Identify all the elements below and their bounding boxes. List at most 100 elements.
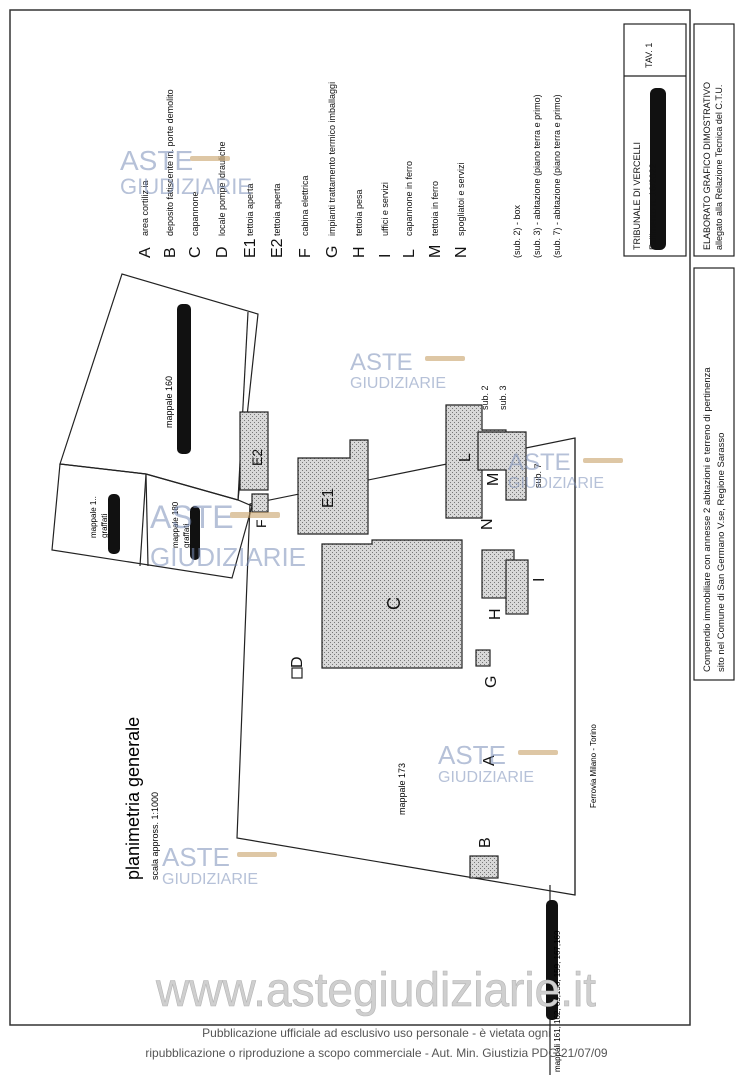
label-sub2: sub. 2	[480, 385, 490, 410]
building-labels: C E1 E2 F D A B G H I L M N sub. 2 sub. …	[249, 385, 548, 848]
watermark-brand: ASTE	[508, 449, 571, 476]
watermark-brand: ASTE	[162, 842, 230, 872]
building-g	[475, 649, 491, 667]
building-f	[251, 493, 269, 513]
drawing-type-frame	[693, 23, 735, 257]
label-g: G	[483, 676, 500, 688]
page-border	[9, 9, 691, 1026]
legend-text: capannone in ferro	[404, 161, 414, 236]
legend-key: C	[187, 246, 204, 258]
legend-text: uffici e servizi	[380, 182, 390, 236]
label-a: A	[481, 755, 498, 766]
watermarks: ASTE GIUDIZIARIE ASTE GIUDIZIARIE ASTE G…	[120, 145, 623, 888]
table-number: TAV. 1	[644, 43, 654, 68]
label-b: B	[477, 837, 494, 848]
label-c: C	[384, 597, 404, 610]
drawing-title: planimetria generale	[123, 717, 143, 880]
watermark-brand-sub: GIUDIZIARIE	[508, 475, 604, 492]
watermark-url: www.astegiudiziarie.it	[155, 964, 596, 1017]
lot-label-mid-left: mappale 1..	[89, 496, 98, 538]
legend-item: A area cortiliz ia	[137, 180, 154, 258]
legend-text: capannone	[190, 191, 200, 236]
legend-key: A	[137, 247, 154, 258]
legend-item: F cabina elettrica	[297, 175, 314, 258]
watermark-brand-sub: GIUDIZIARIE	[350, 375, 446, 392]
legend-text: impianti trattamento termico imballaggi	[327, 82, 337, 236]
footer-notice-line2: ripubblicazione o riproduzione a scopo c…	[145, 1046, 608, 1060]
building-i	[505, 559, 529, 615]
legend: A area cortiliz ia B deposito fatiscente…	[137, 82, 470, 258]
sub-list: (sub. 2) - box (sub. 3) - abitazione (pi…	[512, 94, 562, 258]
legend-item: E2 tettoia aperta	[269, 183, 286, 258]
watermark-logo: ASTE GIUDIZIARIE	[120, 145, 252, 199]
watermark-brand: ASTE	[350, 349, 413, 376]
watermark-brand-sub: GIUDIZIARIE	[438, 769, 534, 786]
description-frame	[693, 267, 735, 681]
legend-item: D locale pompe idrauliche	[214, 141, 231, 258]
building-c	[321, 539, 463, 669]
sub-item: (sub. 3) - abitazione (piano terra e pri…	[532, 94, 542, 258]
legend-text: tettoia in ferro	[430, 181, 440, 236]
label-d: D	[289, 656, 306, 668]
watermark-logo: ASTE GIUDIZIARIE	[150, 499, 306, 572]
legend-key: N	[453, 246, 470, 258]
gavel-icon	[190, 156, 230, 161]
sub-item: (sub. 7) - abitazione (piano terra e pri…	[552, 94, 562, 258]
redactions	[108, 88, 666, 1020]
watermark-brand: ASTE	[150, 499, 234, 535]
label-sub3: sub. 3	[498, 385, 508, 410]
redaction-mark	[650, 88, 666, 250]
watermark-brand-sub: GIUDIZIARIE	[150, 542, 306, 572]
label-i: I	[531, 578, 548, 582]
description-line: sito nel Comune di San Germano V.se, Reg…	[716, 433, 727, 672]
lot-small-divider	[139, 473, 147, 567]
gavel-icon	[230, 512, 280, 518]
building-e1	[297, 439, 369, 535]
building-e2	[239, 411, 269, 491]
lot-160-divider	[145, 473, 149, 567]
case-number: Fallimento n. 16/2022	[648, 163, 658, 250]
footer-notice-line1: Pubblicazione ufficiale ad esclusivo uso…	[202, 1026, 551, 1040]
legend-key: E1	[242, 238, 259, 258]
legend-key: B	[162, 247, 179, 258]
watermark-brand-sub: GIUDIZIARIE	[162, 871, 258, 888]
legend-key: I	[377, 254, 394, 258]
drawing-type: ELABORATO GRAFICO DIMOSTRATIVO	[702, 82, 712, 250]
redaction-mark	[177, 304, 191, 454]
legend-key: D	[214, 246, 231, 258]
gavel-icon	[425, 356, 465, 361]
legend-text: locale pompe idrauliche	[217, 141, 227, 236]
label-m: M	[485, 473, 502, 486]
legend-text: cabina elettrica	[300, 175, 310, 236]
gavel-icon	[583, 458, 623, 463]
label-l: L	[457, 453, 474, 462]
building-m	[477, 431, 527, 501]
redaction-mark	[546, 900, 558, 1020]
gavel-icon	[237, 852, 277, 857]
watermark-logo: ASTE GIUDIZIARIE	[508, 449, 623, 492]
legend-text: area cortiliz ia	[140, 180, 150, 236]
title-block-text: TRIBUNALE DI VERCELLI Fallimento n. 16/2…	[632, 43, 727, 672]
sub-item: (sub. 2) - box	[512, 204, 522, 258]
legend-item: M tettoia in ferro	[427, 181, 444, 258]
building-b	[469, 855, 499, 879]
legend-text: deposito fatiscente in. porte demolito	[165, 89, 175, 236]
building-d	[291, 667, 303, 679]
legend-item: N spogliatoi e servizi	[453, 162, 470, 258]
label-h: H	[487, 608, 504, 620]
legend-item: C capannone	[187, 191, 204, 258]
legend-key: G	[324, 246, 341, 258]
label-e1: E1	[320, 488, 337, 508]
legend-text: spogliatoi e servizi	[456, 162, 466, 236]
legend-key: H	[351, 246, 368, 258]
label-sub7: sub. 7	[533, 463, 543, 488]
redaction-mark	[190, 506, 200, 560]
court-name: TRIBUNALE DI VERCELLI	[632, 142, 642, 250]
title-block	[623, 23, 735, 681]
label-n: N	[479, 518, 496, 530]
legend-item: E1 tettoia aperta	[242, 183, 259, 258]
watermark-brand: ASTE	[438, 740, 506, 770]
drawing-scale: scala appross. 1:1000	[150, 792, 160, 880]
railway-label: Ferrovia Milano - Torino	[589, 724, 598, 808]
